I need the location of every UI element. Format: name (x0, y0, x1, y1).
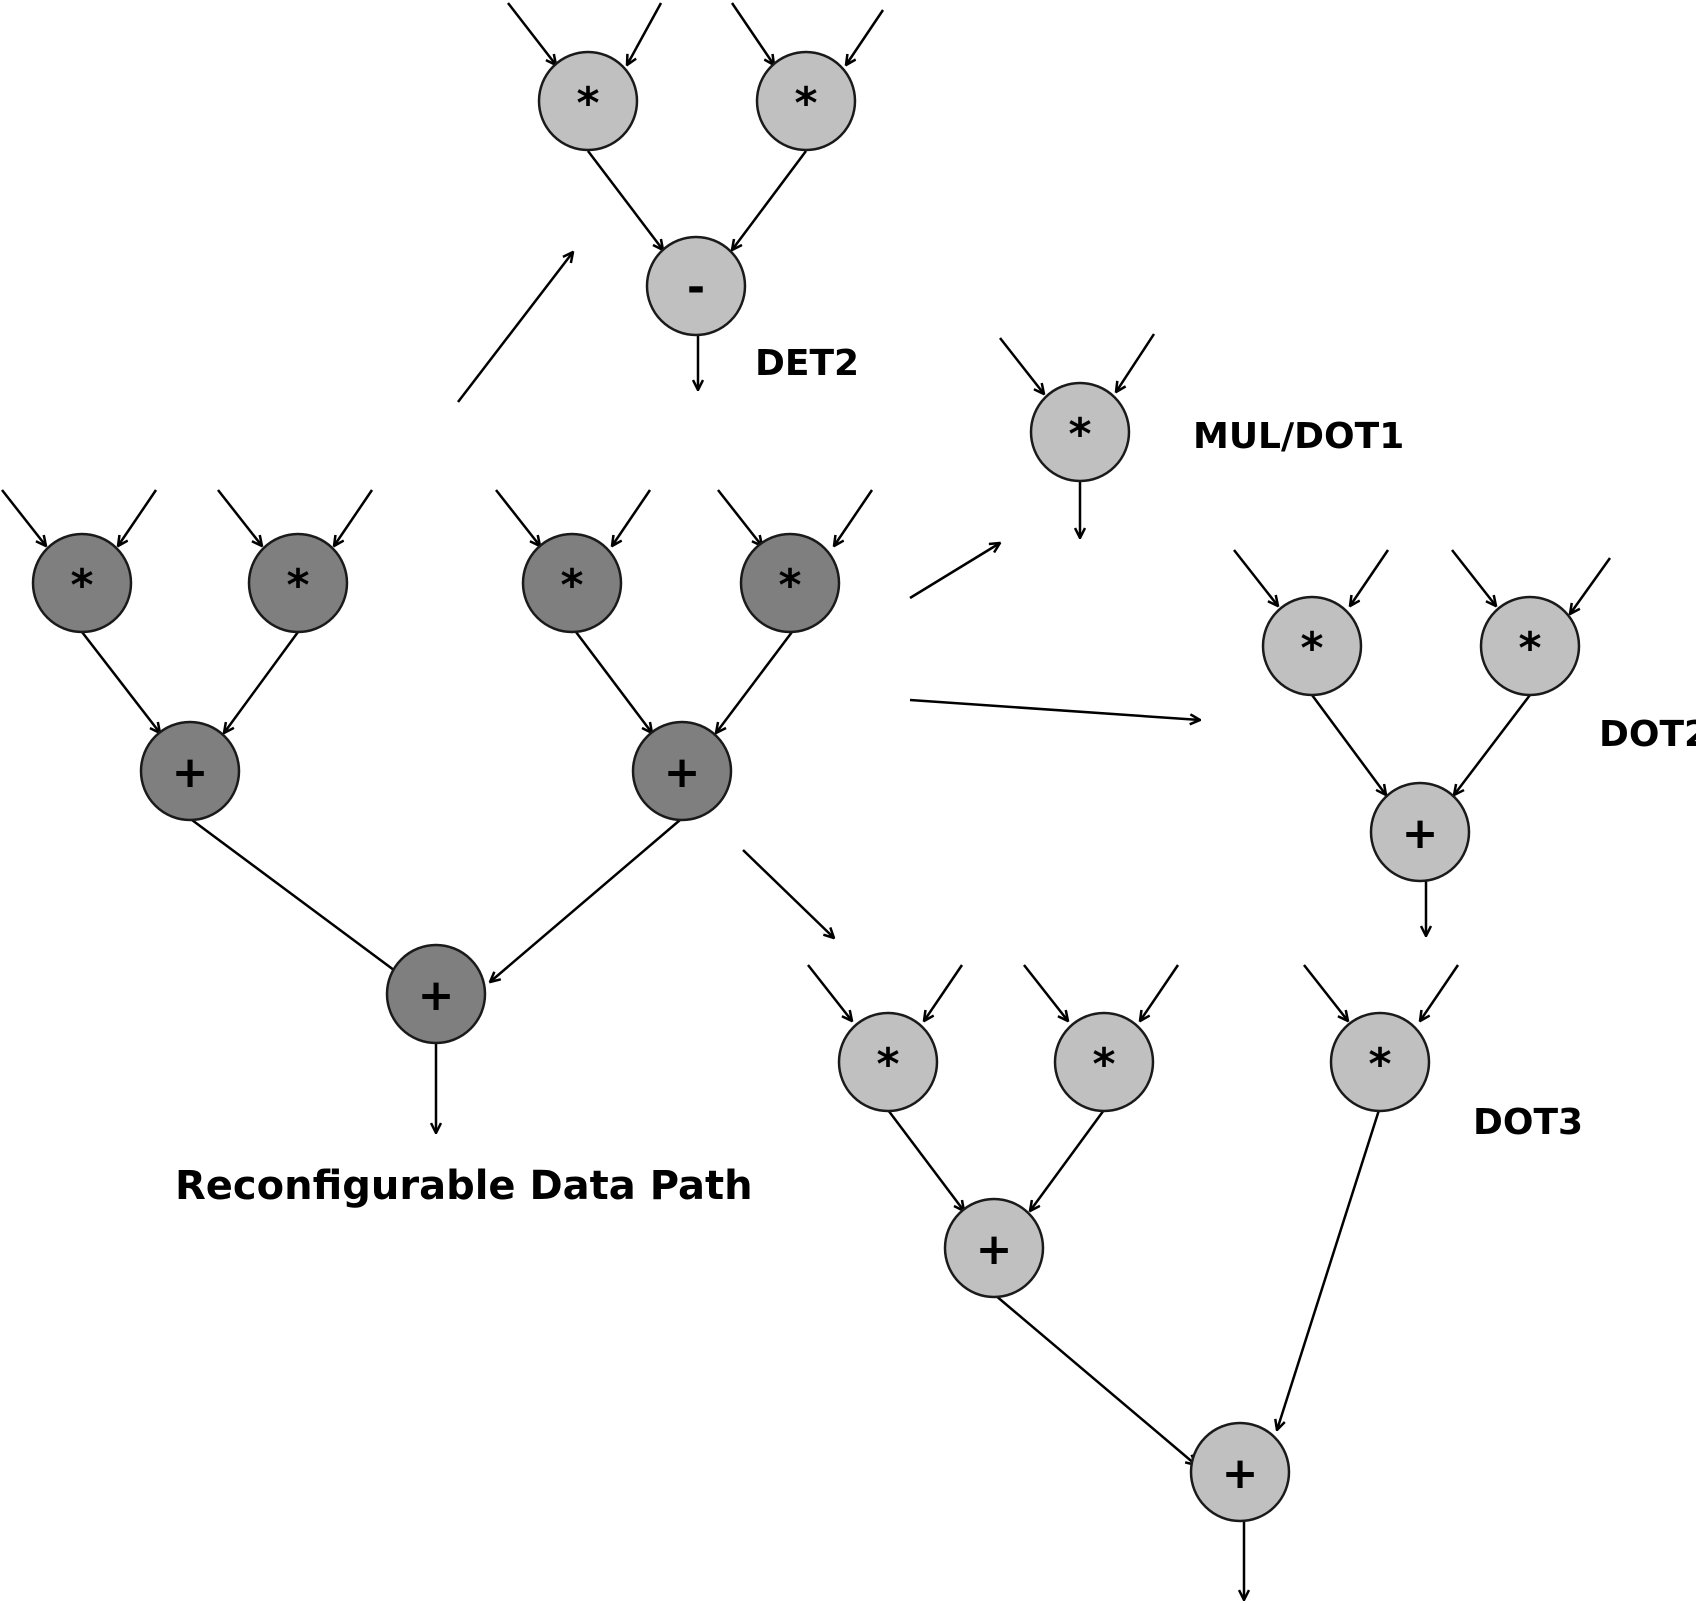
edge (1030, 1109, 1106, 1211)
mul-node: * (1029, 381, 1131, 483)
dot2-config: * * + DOT2 (1233, 549, 1696, 936)
sub-symbol: - (687, 262, 705, 313)
mul-symbol: * (576, 78, 599, 129)
mul-symbol: * (1068, 409, 1091, 460)
mul-symbol: * (286, 560, 309, 611)
mul-node: * (1329, 1011, 1431, 1113)
edge (1310, 694, 1386, 795)
add-node: + (943, 1197, 1045, 1299)
sub-node: - (645, 235, 747, 337)
edge (994, 1294, 1196, 1465)
mul-symbol: * (70, 560, 93, 611)
edge (1570, 557, 1612, 614)
edge (1233, 549, 1278, 606)
mul-node: * (537, 50, 639, 152)
mul-symbol: * (876, 1039, 899, 1090)
mul-symbol: * (1368, 1039, 1391, 1090)
edge (495, 489, 540, 546)
edge (924, 964, 964, 1021)
mul-symbol: * (1300, 623, 1323, 674)
edge (334, 489, 374, 546)
edge (612, 489, 652, 546)
add-symbol: + (418, 970, 455, 1021)
mul-node: * (1479, 595, 1581, 697)
edge (730, 2, 774, 65)
edge (999, 337, 1044, 394)
dot3-label: DOT3 (1473, 1102, 1583, 1143)
mapping-arrow-dot2 (909, 698, 1200, 720)
edge (887, 1109, 964, 1211)
edge (575, 631, 652, 733)
edge (587, 150, 663, 250)
edge (846, 9, 885, 65)
dot2-label: DOT2 (1599, 714, 1696, 755)
mapping-arrow-mul-dot1 (909, 543, 1000, 600)
add-symbol: + (172, 747, 209, 798)
edge (507, 2, 556, 65)
edge (1, 489, 46, 546)
mul-node: * (247, 532, 349, 634)
edge (834, 489, 874, 546)
mapping-arrow-det2 (457, 252, 573, 403)
edge (118, 489, 158, 546)
mul-node: * (739, 532, 841, 634)
edge (490, 819, 681, 982)
mul-symbol: * (560, 560, 583, 611)
mul-node: * (1261, 595, 1363, 697)
add-node: + (1189, 1421, 1291, 1523)
edge (716, 631, 793, 733)
det2-config: * * - DET2 (507, 2, 885, 390)
edge (81, 631, 160, 733)
edge (224, 631, 300, 733)
mapping-arrow-dot3 (742, 849, 834, 938)
mul-node: * (31, 532, 133, 634)
mul-dot1-config: * MUL/DOT1 (999, 333, 1404, 538)
add-symbol: + (976, 1224, 1013, 1275)
add-symbol: + (1402, 808, 1439, 859)
dot3-config: * * * + + DOT3 (807, 964, 1583, 1600)
mul-node: * (755, 50, 857, 152)
mul-node: * (1053, 1011, 1155, 1113)
add-node: + (139, 720, 241, 822)
edge (217, 489, 262, 546)
det2-label: DET2 (755, 343, 859, 384)
mul-node: * (837, 1011, 939, 1113)
edge (1451, 549, 1496, 606)
mul-symbol: * (1518, 623, 1541, 674)
reconfigurable-data-path: * * * * + + + Reconfigurable Data Path (1, 489, 874, 1209)
add-symbol: + (664, 747, 701, 798)
add-symbol: + (1222, 1448, 1259, 1499)
edge (191, 818, 410, 982)
edge (1023, 964, 1068, 1021)
mul-symbol: * (1092, 1039, 1115, 1090)
edge (1420, 964, 1460, 1021)
add-node: + (385, 943, 487, 1045)
edge (1140, 964, 1180, 1021)
add-node: + (1369, 781, 1471, 883)
edge (1350, 549, 1390, 606)
edge (1303, 964, 1348, 1021)
reconfigurable-data-path-label: Reconfigurable Data Path (175, 1163, 753, 1209)
edge (1116, 333, 1156, 392)
mul-node: * (521, 532, 623, 634)
edge (807, 964, 852, 1021)
edge (627, 2, 663, 65)
edge (1454, 694, 1531, 795)
edge (717, 489, 762, 546)
edge (732, 150, 808, 250)
mul-dot1-label: MUL/DOT1 (1193, 416, 1404, 457)
mul-symbol: * (794, 78, 817, 129)
mul-symbol: * (778, 560, 801, 611)
add-node: + (631, 720, 733, 822)
edge (1277, 1109, 1381, 1430)
